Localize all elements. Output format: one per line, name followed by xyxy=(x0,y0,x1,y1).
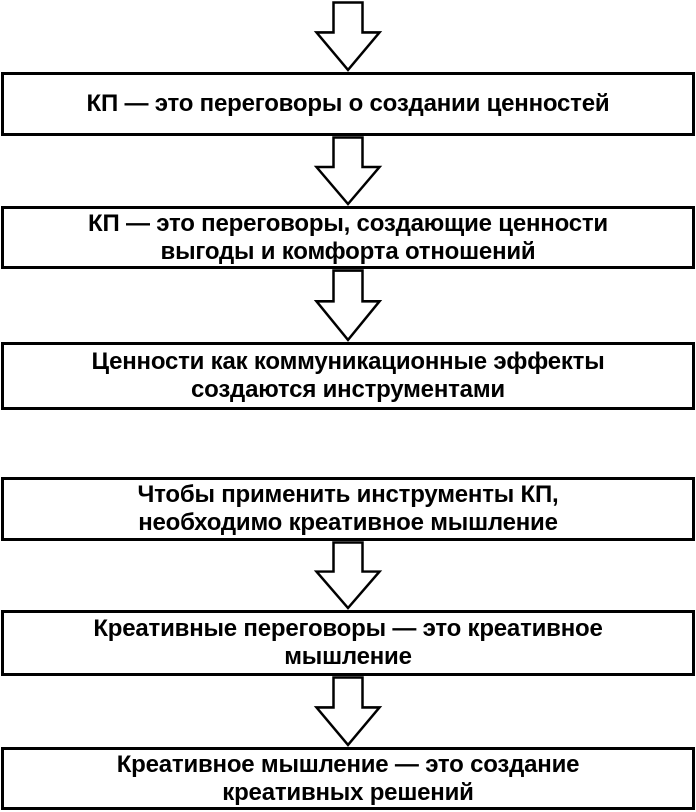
down-arrow-icon xyxy=(313,541,383,610)
flow-step-3: Ценности как коммуникационные эффекты со… xyxy=(1,342,695,410)
down-arrow-icon xyxy=(313,269,383,342)
flow-step-2-label: КП — это переговоры, создающие ценности … xyxy=(88,209,608,265)
flow-step-4: Чтобы применить инструменты КП, необходи… xyxy=(1,477,695,541)
flow-step-3-label: Ценности как коммуникационные эффекты со… xyxy=(91,348,605,403)
flow-step-2: КП — это переговоры, создающие ценности … xyxy=(1,206,695,269)
down-arrow-icon xyxy=(313,136,383,206)
down-arrow-icon xyxy=(313,1,383,72)
flow-step-1: КП — это переговоры о создании ценностей xyxy=(1,72,695,136)
flow-step-5: Креативные переговоры — это креативное м… xyxy=(1,610,695,676)
down-arrow-icon xyxy=(313,676,383,747)
flow-step-6-label: Креативное мышление — это создание креат… xyxy=(116,750,580,806)
flow-step-6: Креативное мышление — это создание креат… xyxy=(1,747,695,810)
flow-step-1-label: КП — это переговоры о создании ценностей xyxy=(86,90,610,117)
flow-step-4-label: Чтобы применить инструменты КП, необходи… xyxy=(137,481,559,536)
flow-step-5-label: Креативные переговоры — это креативное м… xyxy=(93,615,603,670)
